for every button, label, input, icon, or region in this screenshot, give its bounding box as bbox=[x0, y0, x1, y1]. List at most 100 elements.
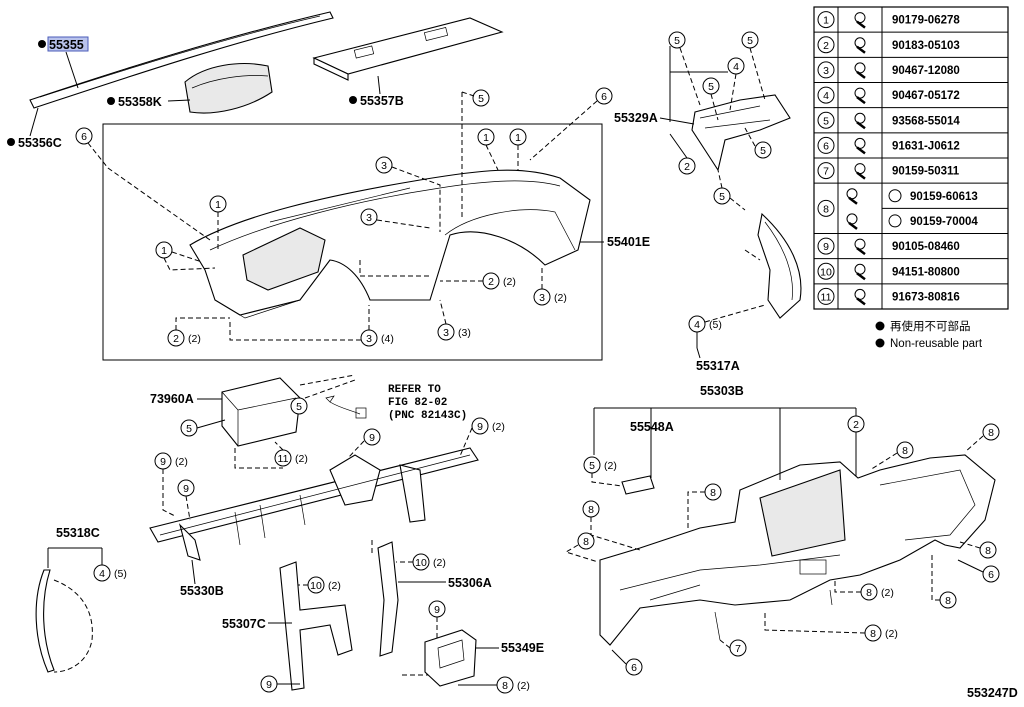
callout-1-a[interactable]: 1 bbox=[209, 195, 227, 213]
row-number: 3 bbox=[823, 65, 829, 77]
wire-harness[interactable] bbox=[325, 395, 367, 419]
label-55330B[interactable]: 55330B bbox=[180, 584, 224, 598]
callout-6-b[interactable]: 6 bbox=[595, 87, 613, 105]
part-55357B-silencer[interactable] bbox=[312, 17, 504, 81]
svg-text:(2): (2) bbox=[188, 333, 201, 345]
callout-8-a[interactable]: 8 bbox=[496, 676, 514, 694]
callout-4-a[interactable]: 4 bbox=[727, 57, 745, 75]
label-55317A[interactable]: 55317A bbox=[696, 359, 740, 373]
callout-9-c[interactable]: 9 bbox=[363, 428, 381, 446]
refer-note-line-1: REFER TO bbox=[388, 384, 441, 396]
callout-2-a[interactable]: 2 bbox=[482, 272, 500, 290]
callout-3-e[interactable]: 3 bbox=[437, 323, 455, 341]
callout-8-c[interactable]: 8 bbox=[582, 500, 600, 518]
label-55358K[interactable]: 55358K bbox=[118, 95, 162, 109]
part-73960A-airbag[interactable] bbox=[221, 377, 301, 447]
callout-4-c[interactable]: 4 bbox=[93, 564, 111, 582]
label-73960A[interactable]: 73960A bbox=[150, 392, 194, 406]
callout-2-c[interactable]: 2 bbox=[678, 157, 696, 175]
callout-9-d[interactable]: 9 bbox=[471, 417, 489, 435]
part-55349E-plate[interactable] bbox=[424, 629, 477, 687]
callout-8-d[interactable]: 8 bbox=[577, 532, 595, 550]
callout-4-b[interactable]: 4 bbox=[688, 315, 706, 333]
part-55401E-panel[interactable] bbox=[189, 169, 591, 319]
callout-5-b[interactable]: 5 bbox=[668, 31, 686, 49]
svg-text:7: 7 bbox=[735, 643, 741, 655]
callout-8-g[interactable]: 8 bbox=[979, 541, 997, 559]
label-55548A[interactable]: 55548A bbox=[630, 420, 674, 434]
part-55306A-brace[interactable] bbox=[377, 541, 399, 657]
callout-3-c[interactable]: 3 bbox=[533, 288, 551, 306]
callout-5-g[interactable]: 5 bbox=[180, 419, 198, 437]
svg-text:11: 11 bbox=[278, 453, 289, 465]
part-55358K-pad[interactable] bbox=[184, 63, 273, 114]
callout-5-h[interactable]: 5 bbox=[290, 397, 308, 415]
callout-3-d[interactable]: 3 bbox=[360, 329, 378, 347]
part-55548A-clip[interactable] bbox=[621, 475, 655, 495]
svg-text:6: 6 bbox=[988, 569, 994, 581]
label-55303B[interactable]: 55303B bbox=[700, 384, 744, 398]
callout-1-b[interactable]: 1 bbox=[155, 241, 173, 259]
label-55307C[interactable]: 55307C bbox=[222, 617, 266, 631]
callout-6-top[interactable]: 6 bbox=[75, 127, 93, 145]
fastener-code: 90159-60613 bbox=[910, 191, 978, 203]
callout-5-d[interactable]: 5 bbox=[702, 77, 720, 95]
svg-text:(2): (2) bbox=[295, 453, 308, 465]
callout-5-f[interactable]: 5 bbox=[713, 187, 731, 205]
callout-9-f[interactable]: 9 bbox=[260, 675, 278, 693]
callout-5-c[interactable]: 5 bbox=[741, 31, 759, 49]
part-55303B-lower-panel[interactable] bbox=[599, 454, 996, 646]
callout-10-b[interactable]: 10 bbox=[307, 576, 325, 594]
label-55357B[interactable]: 55357B bbox=[360, 94, 404, 108]
svg-text:6: 6 bbox=[81, 131, 87, 143]
callout-6-d[interactable]: 6 bbox=[625, 658, 643, 676]
callout-9-b[interactable]: 9 bbox=[177, 479, 195, 497]
part-55318C-side-cover[interactable] bbox=[35, 569, 93, 673]
callout-9-e[interactable]: 9 bbox=[428, 600, 446, 618]
callout-8-j[interactable]: 8 bbox=[864, 624, 882, 642]
callout-3-a[interactable]: 3 bbox=[375, 156, 393, 174]
part-55330B-beam[interactable] bbox=[149, 447, 479, 561]
callout-3-b[interactable]: 3 bbox=[360, 208, 378, 226]
callout-5-e[interactable]: 5 bbox=[754, 141, 772, 159]
label-55306A[interactable]: 55306A bbox=[448, 576, 492, 590]
label-55356C[interactable]: 55356C bbox=[18, 136, 62, 150]
label-55349E[interactable]: 55349E bbox=[501, 641, 544, 655]
callout-5-i[interactable]: 5 bbox=[583, 456, 601, 474]
label-55355[interactable]: 55355 bbox=[49, 38, 84, 52]
callout-9-a[interactable]: 9 bbox=[154, 452, 172, 470]
callout-8-e[interactable]: 8 bbox=[896, 441, 914, 459]
callout-8-h[interactable]: 8 bbox=[939, 591, 957, 609]
callout-1-c[interactable]: 1 bbox=[477, 128, 495, 146]
label-55329A[interactable]: 55329A bbox=[614, 111, 658, 125]
callout-6-c[interactable]: 6 bbox=[982, 565, 1000, 583]
part-55307C-brace[interactable] bbox=[279, 561, 353, 691]
label-55401E[interactable]: 55401E bbox=[607, 235, 650, 249]
callout-8-f[interactable]: 8 bbox=[982, 423, 1000, 441]
callout-5-a[interactable]: 5 bbox=[472, 89, 490, 107]
callout-8-b[interactable]: 8 bbox=[704, 483, 722, 501]
callout-11[interactable]: 11 bbox=[274, 449, 292, 467]
callout-10-a[interactable]: 10 bbox=[412, 553, 430, 571]
part-55355-strip[interactable] bbox=[29, 11, 334, 109]
part-55329A-bracket[interactable] bbox=[691, 94, 791, 172]
part-55317A-side-panel[interactable] bbox=[757, 212, 802, 319]
label-55318C[interactable]: 55318C bbox=[56, 526, 100, 540]
svg-text:3: 3 bbox=[381, 160, 387, 172]
callout-2-d[interactable]: 2 bbox=[847, 415, 865, 433]
callout-8-i[interactable]: 8 bbox=[860, 583, 878, 601]
callout-7[interactable]: 7 bbox=[729, 639, 747, 657]
callout-1-d[interactable]: 1 bbox=[509, 128, 527, 146]
callout-2-b[interactable]: 2 bbox=[167, 329, 185, 347]
